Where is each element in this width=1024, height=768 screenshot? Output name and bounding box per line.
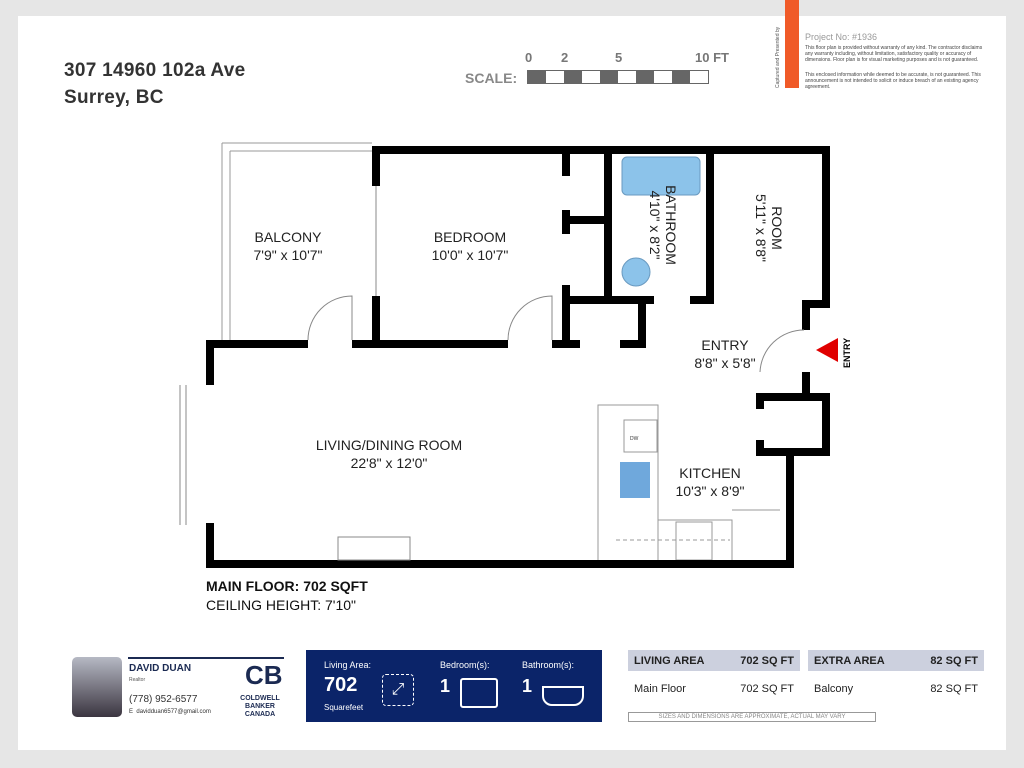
- area-row-value: 82 SQ FT: [930, 683, 978, 695]
- scale-tick: 5: [615, 50, 623, 65]
- agent-photo: [72, 657, 122, 717]
- room-dim-balcony: 7'9" x 10'7": [254, 247, 323, 263]
- approximate-note: SIZES AND DIMENSIONS ARE APPROXIMATE, AC…: [628, 712, 876, 722]
- scale-tick: 2: [561, 50, 569, 65]
- floor-plan: BALCONY 7'9" x 10'7" BEDROOM 10'0" x 10'…: [179, 142, 852, 568]
- room-name-entry: ENTRY: [701, 337, 749, 353]
- agent-title: Realtor: [129, 677, 146, 683]
- scale-label: SCALE:: [465, 70, 518, 86]
- room-dim-living: 22'8" x 12'0": [351, 455, 428, 471]
- agent-phone: (778) 952-6577: [129, 694, 198, 705]
- disclaimer: This enclosed information while deemed t…: [805, 72, 981, 90]
- room-name-living: LIVING/DINING ROOM: [316, 437, 462, 453]
- living-area-total: 702 SQ FT: [740, 654, 794, 667]
- room-dim-bedroom: 10'0" x 10'7": [432, 247, 509, 263]
- ceiling-height: CEILING HEIGHT: 7'10": [206, 597, 357, 613]
- room-name-bedroom: BEDROOM: [434, 229, 506, 245]
- coldwell-banker-logo: CB: [245, 660, 283, 690]
- bathroom-count: 1: [522, 676, 533, 696]
- agent-email[interactable]: davidduan6577@gmail.com: [136, 709, 211, 715]
- email-prefix: E: [129, 709, 134, 715]
- room-dim-kitchen: 10'3" x 8'9": [676, 483, 745, 499]
- living-area-header: LIVING AREA: [634, 654, 705, 667]
- bed-icon: [460, 678, 498, 708]
- scale-graphic: [527, 70, 709, 84]
- room-dim-entry: 8'8" x 5'8": [694, 355, 755, 371]
- scale-tick: 10 FT: [695, 50, 729, 65]
- scale-bar: SCALE: 0 2 5 10 FT: [465, 48, 745, 88]
- bathroom-label: Bathroom(s):: [522, 660, 575, 670]
- living-area-value: 702: [324, 674, 358, 696]
- address-line2: Surrey, BC: [64, 87, 164, 108]
- extra-area-total: 82 SQ FT: [930, 654, 978, 667]
- bedroom-count: 1: [440, 676, 451, 696]
- expand-arrows-icon: ⤢: [382, 674, 414, 706]
- floor-plan-sheet: [18, 16, 1006, 750]
- room-name-room: ROOM: [769, 206, 785, 250]
- area-row-name: Balcony: [814, 683, 854, 695]
- entry-marker: ENTRY: [842, 338, 852, 368]
- address-line1: 307 14960 102a Ave: [64, 60, 246, 81]
- room-name-kitchen: KITCHEN: [679, 465, 740, 481]
- area-row-value: 702 SQ FT: [740, 683, 794, 695]
- property-summary: Living Area: 702 Squarefeet ⤢ Bedroom(s)…: [306, 650, 602, 722]
- room-dim-room: 5'11" x 8'8": [753, 194, 769, 262]
- living-area-label: Living Area:: [324, 660, 372, 670]
- area-row-name: Main Floor: [634, 683, 686, 695]
- living-area-table: LIVING AREA 702 SQ FT Main Floor 702 SQ FT: [628, 650, 800, 695]
- main-floor-area: MAIN FLOOR: 702 SQFT: [206, 578, 368, 594]
- disclaimer: This floor plan is provided without warr…: [805, 45, 983, 63]
- extra-area-table: EXTRA AREA 82 SQ FT Balcony 82 SQ FT: [808, 650, 984, 695]
- room-name-balcony: BALCONY: [255, 229, 323, 245]
- bedroom-label: Bedroom(s):: [440, 660, 490, 670]
- agent-name: DAVID DUAN: [129, 663, 192, 674]
- realtyshot-logo: [785, 0, 799, 88]
- bathtub-icon: [542, 686, 584, 706]
- scale-tick: 0: [525, 50, 533, 65]
- room-name-bathroom: BATHROOM: [663, 185, 679, 265]
- project-number: Project No: #1936: [805, 32, 878, 42]
- extra-area-header: EXTRA AREA: [814, 654, 885, 667]
- room-dim-bathroom: 4'10" x 8'2": [647, 191, 663, 260]
- dishwasher-label: DW: [630, 436, 639, 442]
- living-area-unit: Squarefeet: [324, 703, 364, 712]
